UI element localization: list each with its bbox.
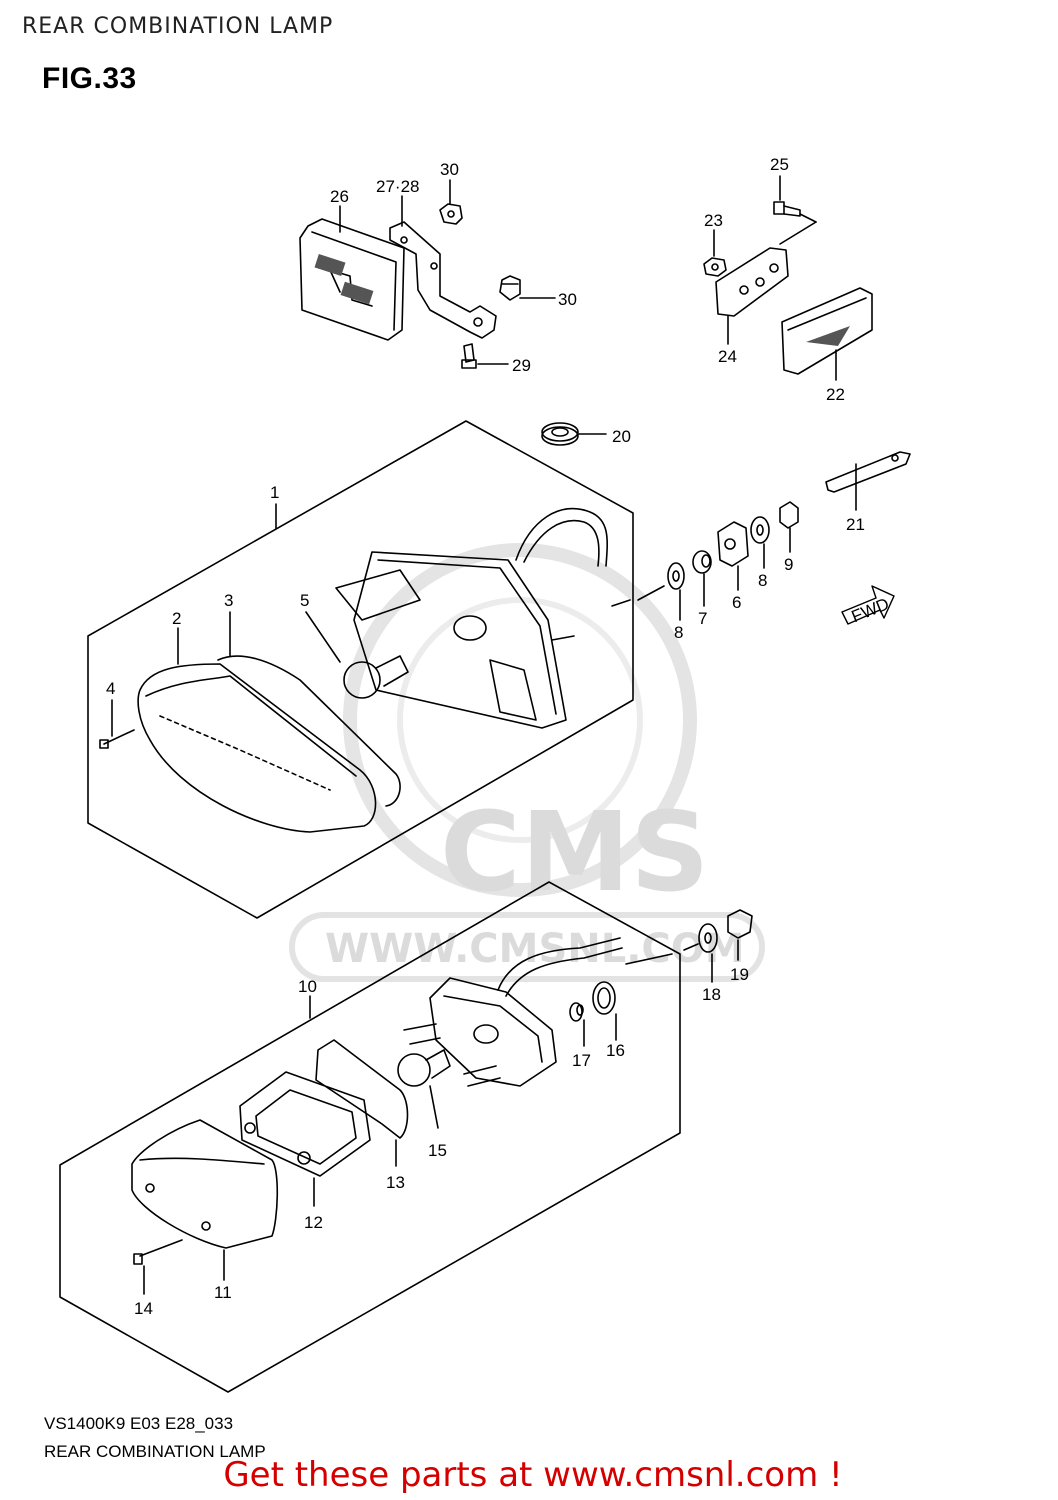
bracket-27-28 xyxy=(389,221,497,339)
upper-assembly-frame xyxy=(87,420,634,919)
reflector-22 xyxy=(781,287,873,375)
callout-15: 15 xyxy=(428,1141,447,1160)
callout-20: 20 xyxy=(612,427,631,446)
callout-30a: 30 xyxy=(440,160,459,179)
callout-14: 14 xyxy=(134,1299,153,1318)
nut-19 xyxy=(727,909,753,939)
callout-2: 2 xyxy=(172,609,181,628)
fwd-arrow xyxy=(841,585,895,625)
callout-5: 5 xyxy=(300,591,309,610)
callout-8b: 8 xyxy=(758,571,767,590)
callout-25: 25 xyxy=(770,155,789,174)
callout-26: 26 xyxy=(330,187,349,206)
grommet-20 xyxy=(541,422,579,446)
nut-30-top xyxy=(439,203,463,225)
callout-16: 16 xyxy=(606,1041,625,1060)
lamp-housing-1 xyxy=(335,507,608,729)
callout-30b: 30 xyxy=(558,290,577,309)
collar-17 xyxy=(569,1002,584,1022)
callout-8a: 8 xyxy=(674,623,683,642)
callout-22: 22 xyxy=(826,385,845,404)
washer-18 xyxy=(698,923,718,953)
callout-labels: 1 2 3 4 5 6 7 8 8 9 10 11 12 13 14 15 16… xyxy=(106,155,892,1318)
gasket-13 xyxy=(315,1039,409,1139)
screw-4 xyxy=(99,729,135,749)
plate-24 xyxy=(715,247,789,317)
callout-1: 1 xyxy=(270,483,279,502)
callout-10: 10 xyxy=(298,977,317,996)
frame-12 xyxy=(239,1071,371,1177)
lamp-housing-10 xyxy=(403,937,623,1087)
callout-17: 17 xyxy=(572,1051,591,1070)
washer-8-right xyxy=(750,516,770,544)
callout-7: 7 xyxy=(698,609,707,628)
bulb-5 xyxy=(343,655,409,699)
callout-4: 4 xyxy=(106,679,115,698)
callout-19: 19 xyxy=(730,965,749,984)
fwd-label: FWD xyxy=(849,594,892,626)
collar-7 xyxy=(692,550,712,574)
washer-8-left xyxy=(667,562,685,590)
callout-23: 23 xyxy=(704,211,723,230)
grommet-16 xyxy=(592,981,616,1015)
cms-watermark: CMS WWW.CMSNL.COM xyxy=(289,543,765,982)
footer-title: REAR COMBINATION LAMP xyxy=(44,1442,266,1461)
page-title: REAR COMBINATION LAMP xyxy=(22,14,334,39)
figure-label: FIG.33 xyxy=(42,62,137,95)
callout-24: 24 xyxy=(718,347,737,366)
model-code: VS1400K9 E03 E28_033 xyxy=(44,1414,234,1433)
callout-13: 13 xyxy=(386,1173,405,1192)
watermark-url: WWW.CMSNL.COM xyxy=(325,926,745,972)
callout-3: 3 xyxy=(224,591,233,610)
lower-assembly-frame xyxy=(59,881,681,1393)
callout-29: 29 xyxy=(512,356,531,375)
reflector-26 xyxy=(299,218,405,341)
callout-9: 9 xyxy=(784,555,793,574)
nut-30-right xyxy=(499,275,521,301)
connector-6 xyxy=(717,521,749,567)
bolt-29 xyxy=(461,343,477,369)
callout-21: 21 xyxy=(846,515,865,534)
bolt-25 xyxy=(773,201,801,217)
bracket-21 xyxy=(825,451,911,493)
callout-6: 6 xyxy=(732,593,741,612)
promo-link[interactable]: Get these parts at www.cmsnl.com ! xyxy=(223,1455,843,1495)
gasket-3 xyxy=(217,655,401,807)
lens-2 xyxy=(137,663,377,833)
callout-12: 12 xyxy=(304,1213,323,1232)
lens-11 xyxy=(131,1119,279,1249)
nut-23 xyxy=(703,257,727,277)
nut-9 xyxy=(779,501,799,529)
callout-18: 18 xyxy=(702,985,721,1004)
callout-11: 11 xyxy=(214,1283,232,1302)
watermark-brand: CMS xyxy=(440,788,709,916)
screw-14 xyxy=(133,1239,183,1265)
callout-27-28: 27·28 xyxy=(376,177,419,196)
bulb-15 xyxy=(397,1049,451,1087)
